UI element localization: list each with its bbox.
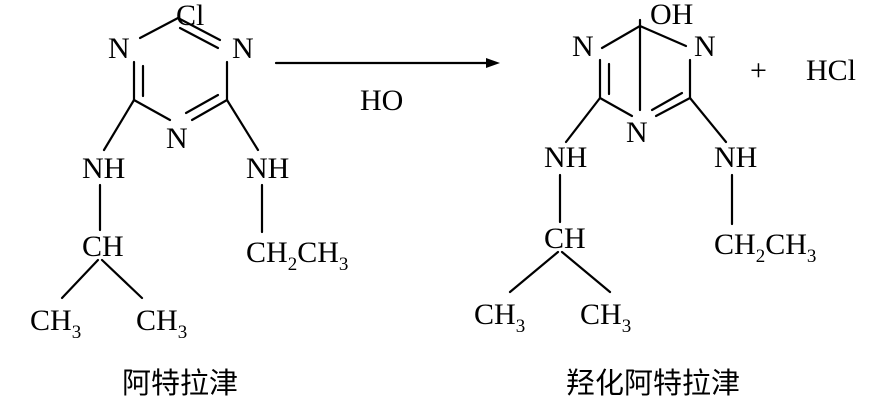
reactant-ring-bond-top-right xyxy=(176,16,222,42)
reactant-ring-bond-bottom-right xyxy=(190,98,229,122)
byproduct-group: + HCl xyxy=(750,54,856,87)
reactant-chlorine-label: Cl xyxy=(176,0,204,32)
reactant-ring-bond-bottom-right-double xyxy=(184,93,220,115)
product-bond-ring-nh-right xyxy=(688,96,728,144)
reaction-arrow-group: HO xyxy=(274,58,500,117)
product-ch-label: CH xyxy=(544,222,586,255)
reactant-bond-ring-nh-right xyxy=(225,98,260,152)
product-hydroxyl-label: OH xyxy=(650,0,693,31)
reactant-nh-right-label: NH xyxy=(246,152,289,185)
product-ring-bond-bottom-right-double xyxy=(650,91,684,112)
reactant-ring-n-left: N xyxy=(108,32,130,65)
reactant-nh-left-label: NH xyxy=(82,152,125,185)
reactant-ring-n-right: N xyxy=(232,32,254,65)
hcl-label: HCl xyxy=(806,54,856,87)
reagent-label: HO xyxy=(360,84,403,117)
reactant-bond-ch-ch3-left xyxy=(60,258,100,300)
reactant-bond-ch-ch3-right xyxy=(100,258,144,300)
reactant-structure: Cl N N N NH NH CH CH3 CH3 CH2CH3 阿特拉津 xyxy=(30,0,348,400)
product-ring-bond-top-right xyxy=(638,24,688,48)
product-structure: OH N N N NH NH CH CH3 CH3 CH2CH3 羟化阿特拉津 xyxy=(474,0,816,400)
product-bond-ring-nh-left xyxy=(564,96,602,144)
plus-sign: + xyxy=(750,54,767,87)
reactant-ring-bond-bottom-left xyxy=(132,98,172,122)
product-ch3-right-label: CH3 xyxy=(580,298,631,337)
product-bond-ch-ch3-left xyxy=(508,250,560,294)
reactant-ch-label: CH xyxy=(82,230,124,263)
reactant-caption: 阿特拉津 xyxy=(122,366,238,400)
reactant-ch3-right-label: CH3 xyxy=(136,304,187,343)
product-ring-bond-bottom-left xyxy=(598,96,634,118)
reactant-ring-bond-top-right-double xyxy=(178,26,220,50)
product-bond-ch-ch3-right xyxy=(560,250,612,294)
reactant-ethyl-label: CH2CH3 xyxy=(246,236,348,275)
product-caption: 羟化阿特拉津 xyxy=(566,366,740,400)
reaction-arrowhead xyxy=(486,58,500,68)
reactant-ch3-left-label: CH3 xyxy=(30,304,81,343)
product-ring-bond-top-left xyxy=(600,24,642,50)
reactant-ring-n-bottom: N xyxy=(166,122,188,155)
product-ring-n-bottom: N xyxy=(626,116,648,149)
reactant-ring-bond-top-left xyxy=(138,16,180,40)
product-ring-n-right: N xyxy=(694,30,716,63)
product-ring-n-left: N xyxy=(572,30,594,63)
product-ch3-left-label: CH3 xyxy=(474,298,525,337)
product-nh-right-label: NH xyxy=(714,141,757,174)
product-nh-left-label: NH xyxy=(544,141,587,174)
product-ring-bond-bottom-right xyxy=(654,96,692,118)
reactant-bond-ring-nh-left xyxy=(102,98,136,152)
product-ethyl-label: CH2CH3 xyxy=(714,228,816,267)
